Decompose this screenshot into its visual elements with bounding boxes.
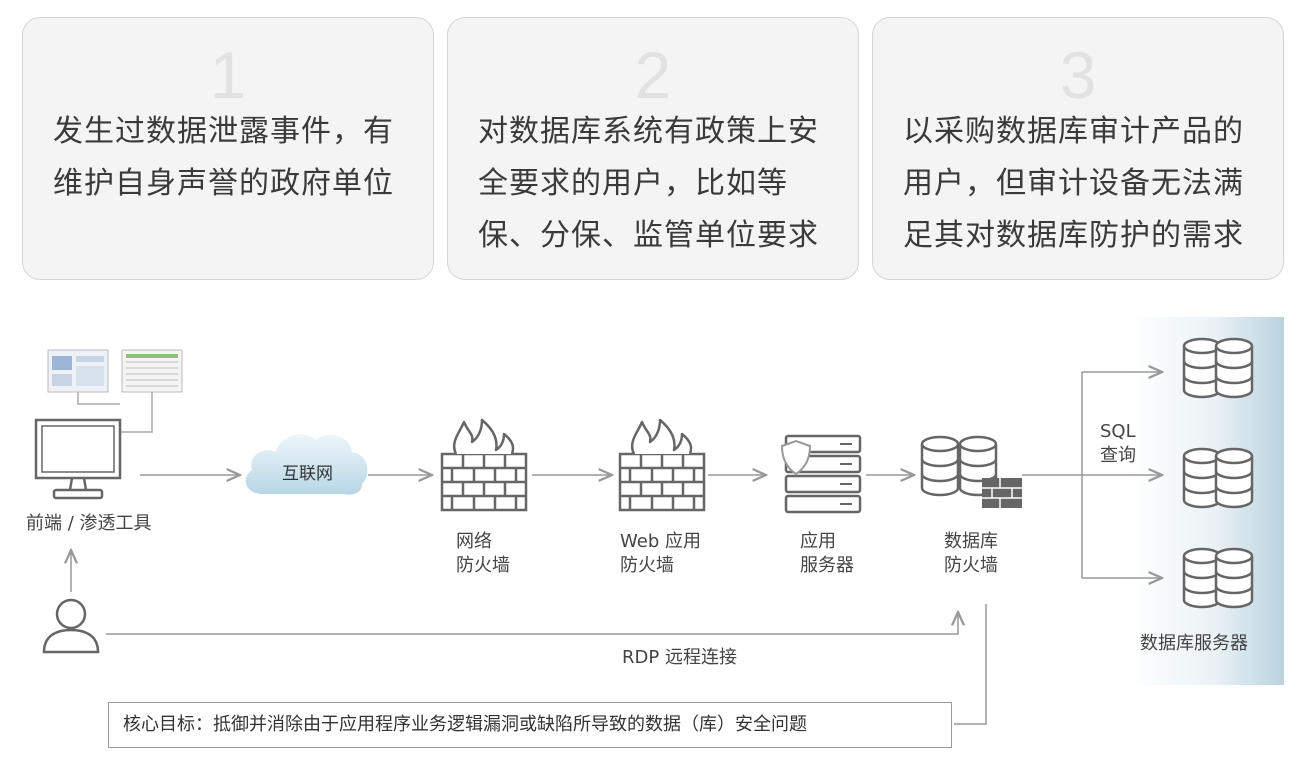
- card-2: 2 对数据库系统有政策上安全要求的用户，比如等保、分保、监管单位要求: [447, 17, 859, 280]
- firewall-icon: [440, 418, 528, 512]
- firewall-icon: [618, 418, 706, 512]
- card-number: 1: [209, 38, 247, 112]
- database-server-icon: [1182, 337, 1254, 399]
- card-3: 3 以采购数据库审计产品的用户，但审计设备无法满足其对数据库防护的需求: [872, 17, 1284, 280]
- internet-label: 互联网: [282, 464, 333, 484]
- rdp-label: RDP 远程连接: [622, 647, 737, 668]
- database-server-icon: [1182, 547, 1254, 609]
- card-number: 3: [1059, 38, 1097, 112]
- db-firewall-label: 数据库 防火墙: [944, 531, 998, 576]
- db-servers-label: 数据库服务器: [1140, 633, 1248, 654]
- card-text: 对数据库系统有政策上安全要求的用户，比如等保、分保、监管单位要求: [478, 114, 819, 253]
- database-server-icon: [1182, 447, 1254, 509]
- monitor-icon: [34, 349, 183, 500]
- frontend-label: 前端 / 渗透工具: [26, 513, 152, 534]
- network-firewall-label: 网络 防火墙: [456, 531, 510, 576]
- card-1: 1 发生过数据泄露事件，有维护自身声誉的政府单位: [22, 17, 434, 280]
- cloud-icon: [245, 434, 368, 495]
- sql-query-label: SQL 查询: [1100, 421, 1136, 466]
- web-firewall-label: Web 应用 防火墙: [620, 531, 701, 576]
- core-goal-box: 核心目标：抵御并消除由于应用程序业务逻辑漏洞或缺陷所导致的数据（库）安全问题: [108, 702, 952, 748]
- app-server-label: 应用 服务器: [800, 531, 854, 576]
- card-number: 2: [634, 38, 672, 112]
- card-text: 以采购数据库审计产品的用户，但审计设备无法满足其对数据库防护的需求: [903, 114, 1244, 253]
- server-icon: [780, 434, 862, 514]
- user-icon: [42, 598, 100, 654]
- card-text: 发生过数据泄露事件，有维护自身声誉的政府单位: [53, 114, 394, 201]
- database-firewall-icon: [920, 435, 1022, 508]
